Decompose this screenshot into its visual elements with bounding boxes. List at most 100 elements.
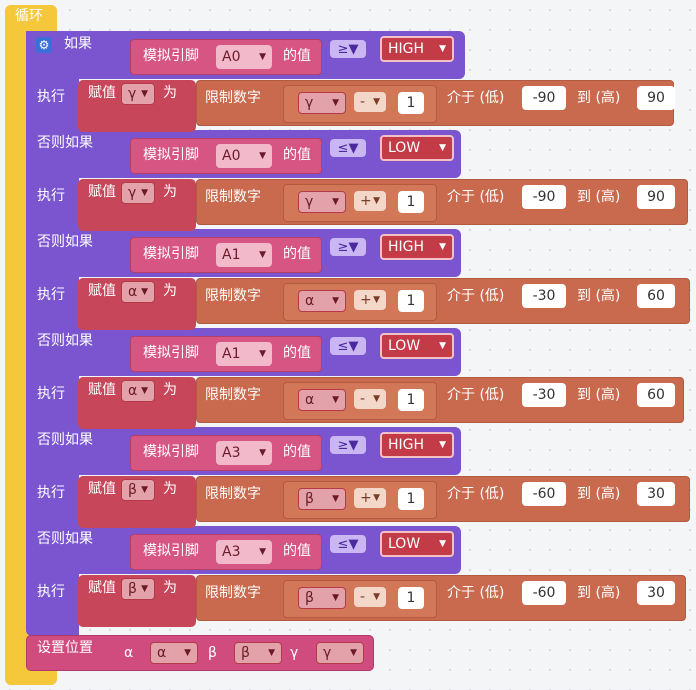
math-operator-value: + [360,292,372,308]
elseif-label: 否则如果 [37,135,93,151]
constrain-block[interactable] [196,476,690,522]
low-bound-input[interactable]: -90 [522,86,566,110]
do-label: 执行 [37,485,65,501]
chevron-down-icon: ▼ [348,437,359,453]
math-variable-dropdown[interactable]: α▼ [298,290,346,312]
constrain-label: 限制数字 [205,189,261,205]
constrain-block[interactable] [196,575,686,621]
to-label: 为 [163,85,177,101]
math-operator-dropdown[interactable]: -▼ [354,92,386,112]
to-high-label: 到 (高) [577,288,621,304]
low-bound-input[interactable]: -30 [522,383,566,407]
low-bound-input[interactable]: -60 [522,482,566,506]
low-bound-input[interactable]: -60 [522,581,566,605]
level-dropdown[interactable]: LOW▼ [380,531,454,557]
chevron-down-icon: ▼ [259,349,266,359]
math-variable-dropdown[interactable]: γ▼ [298,191,346,213]
level-dropdown[interactable]: LOW▼ [380,333,454,359]
pin-dropdown[interactable]: A0▼ [216,144,272,168]
compare-operator-dropdown[interactable]: ≤▼ [330,535,366,553]
compare-operator-value: ≤ [337,338,349,354]
math-variable-value: β [305,491,314,507]
pin-dropdown[interactable]: A1▼ [216,243,272,267]
between-low-label: 介于 (低) [447,90,505,106]
assign-variable-value: β [128,581,137,597]
to-label: 为 [163,283,177,299]
high-bound-input[interactable]: 30 [637,482,675,506]
value-of-label: 的值 [283,246,311,262]
level-dropdown[interactable]: HIGH▼ [380,234,454,260]
assign-variable-dropdown[interactable]: γ▼ [121,182,155,204]
chevron-down-icon: ▼ [439,341,446,351]
math-operator-value: + [360,193,372,209]
assign-variable-dropdown[interactable]: β▼ [121,479,155,501]
math-operator-dropdown[interactable]: +▼ [354,191,386,211]
chevron-down-icon: ▼ [348,140,359,156]
math-variable-dropdown[interactable]: γ▼ [298,92,346,114]
chevron-down-icon: ▼ [259,547,266,557]
set-position-alpha-dropdown[interactable]: α▼ [150,642,198,664]
to-high-label: 到 (高) [577,90,621,106]
constrain-block[interactable] [196,377,684,423]
compare-operator-dropdown[interactable]: ≥▼ [330,40,366,58]
constrain-block[interactable] [196,278,690,324]
constrain-block[interactable] [196,179,688,225]
compare-operator-dropdown[interactable]: ≤▼ [330,337,366,355]
assign-variable-dropdown[interactable]: α▼ [121,281,155,303]
math-amount-input[interactable]: 1 [398,191,424,213]
pin-value: A0 [222,148,241,164]
loop-header[interactable] [5,5,57,31]
assign-variable-dropdown[interactable]: α▼ [121,380,155,402]
assign-label: 赋值 [88,184,116,200]
high-bound-input[interactable]: 90 [637,185,675,209]
pin-value: A3 [222,544,241,560]
set-position-gamma-value: γ [323,645,332,661]
pin-dropdown[interactable]: A0▼ [216,45,272,69]
math-amount-input[interactable]: 1 [398,290,424,312]
pin-value: A1 [222,346,241,362]
math-amount-input[interactable]: 1 [398,587,424,609]
chevron-down-icon: ▼ [259,52,266,62]
low-bound-input[interactable]: -90 [522,185,566,209]
compare-operator-value: ≥ [337,239,349,255]
math-variable-dropdown[interactable]: β▼ [298,488,346,510]
math-operator-dropdown[interactable]: +▼ [354,488,386,508]
set-position-beta-dropdown[interactable]: β▼ [234,642,282,664]
assign-variable-dropdown[interactable]: β▼ [121,578,155,600]
math-operator-dropdown[interactable]: -▼ [354,389,386,409]
compare-operator-dropdown[interactable]: ≥▼ [330,436,366,454]
analog-pin-label: 模拟引脚 [143,543,199,559]
set-position-label: 设置位置 [37,640,93,656]
chevron-down-icon: ▼ [350,648,357,658]
value-of-label: 的值 [283,444,311,460]
high-bound-input[interactable]: 60 [637,284,675,308]
math-operator-dropdown[interactable]: +▼ [354,290,386,310]
math-amount-input[interactable]: 1 [398,488,424,510]
math-operator-dropdown[interactable]: -▼ [354,587,386,607]
compare-operator-dropdown[interactable]: ≥▼ [330,238,366,256]
level-dropdown[interactable]: HIGH▼ [380,432,454,458]
pin-dropdown[interactable]: A3▼ [216,441,272,465]
level-dropdown[interactable]: HIGH▼ [380,36,454,62]
high-bound-input[interactable]: 30 [637,581,675,605]
assign-variable-value: γ [128,185,137,201]
high-bound-input[interactable]: 90 [637,86,675,110]
assign-variable-value: α [128,284,138,300]
math-amount-input[interactable]: 1 [398,389,424,411]
assign-variable-dropdown[interactable]: γ▼ [121,83,155,105]
set-position-gamma-dropdown[interactable]: γ▼ [316,642,364,664]
math-variable-dropdown[interactable]: α▼ [298,389,346,411]
chevron-down-icon: ▼ [259,448,266,458]
compare-operator-dropdown[interactable]: ≤▼ [330,139,366,157]
pin-dropdown[interactable]: A3 ▼ [216,540,272,564]
low-bound-input[interactable]: -30 [522,284,566,308]
level-dropdown[interactable]: LOW▼ [380,135,454,161]
math-amount-input[interactable]: 1 [398,92,424,114]
between-low-label: 介于 (低) [447,585,505,601]
chevron-down-icon: ▼ [268,648,275,658]
pin-dropdown[interactable]: A1 ▼ [216,342,272,366]
high-bound-input[interactable]: 60 [637,383,675,407]
value-of-label: 的值 [283,147,311,163]
settings-gear-icon[interactable]: ⚙ [36,37,52,53]
math-variable-dropdown[interactable]: β▼ [298,587,346,609]
